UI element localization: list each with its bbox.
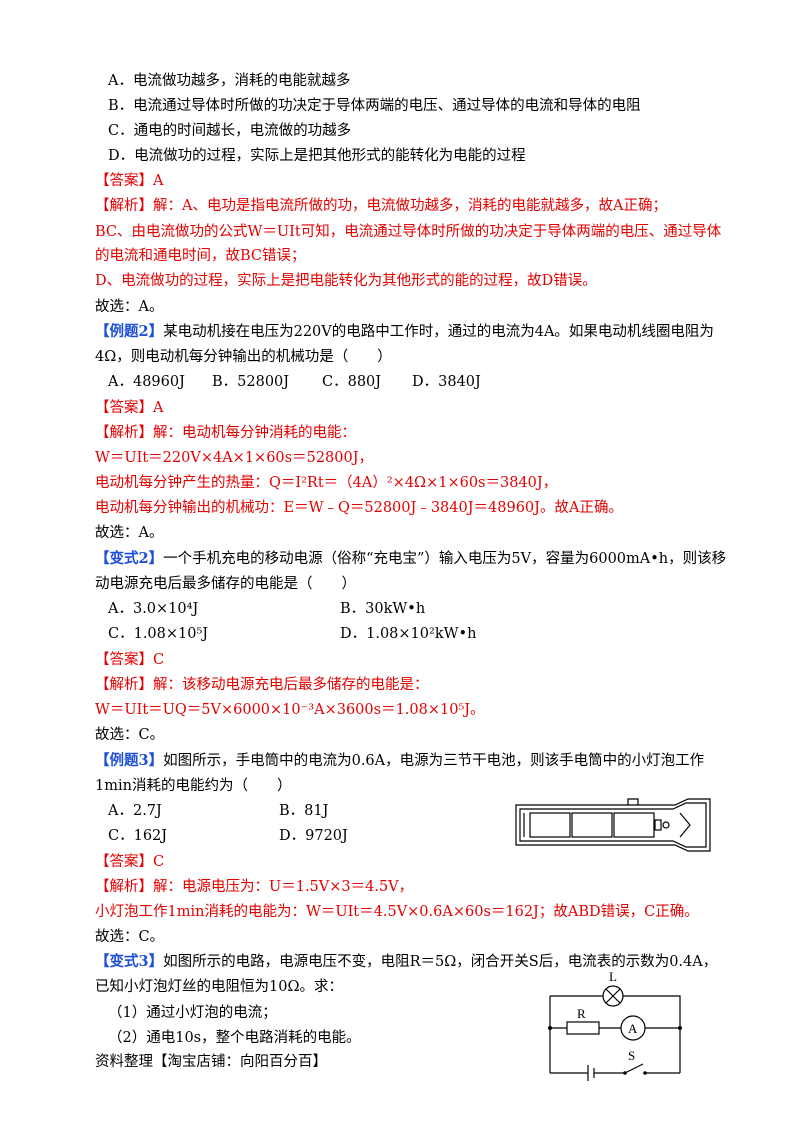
ex2-stem-text: 某电动机接在电压为220V的电路中工作时，通过的电流为4A。如果电动机线圈电阻为 [163,324,714,340]
var3-stem-text: 如图所示的电路，电源电压不变，电阻R＝5Ω，闭合开关S后，电流表的示数为0.4A… [163,954,718,970]
q1-analysis-3: 的电流和通电时间，故BC错误； [95,248,306,264]
ex2-analysis-4: 电动机每分钟输出的机械功：E＝W﹣Q＝52800J﹣3840J＝48960J。故… [95,500,623,516]
ex2-analysis-1: 【解析】解：电动机每分钟消耗的电能： [95,425,356,441]
q1-analysis-4: D、电流做功的过程，实际上是把电能转化为其他形式的能的过程，故D错误。 [95,273,597,289]
ex3-answer: 【答案】C [95,854,165,870]
ex3-conclusion: 故选：C。 [95,929,165,945]
ex2-option-a: A．48960J [108,374,185,390]
q1-option-c: C．通电的时间越长，电流做的功越多 [108,123,352,139]
q1-answer: 【答案】A [95,173,164,189]
ex2-option-b: B．52800J [212,374,290,390]
circuit-diagram: L R A S [548,969,682,1081]
var2-analysis-2: W＝UIt＝UQ＝5V×6000×10⁻³A×3600s＝1.08×10⁵J。 [95,702,485,718]
ex2-option-c: C．880J [322,374,382,390]
var2-stem-line2: 动电源充电后最多储存的电能是（ ） [95,576,356,592]
ex3-option-c: C．162J [108,828,168,844]
circuit-ammeter-label: A [628,1021,638,1036]
ex3-analysis-2: 小灯泡工作1min消耗的电能为：W＝UIt＝4.5V×0.6A×60s＝162J… [95,904,699,920]
var2-stem-text: 一个手机充电的移动电源（俗称“充电宝”）输入电压为5V，容量为6000mA•h，… [163,551,727,567]
var2-option-c: C．1.08×10⁵J [108,626,209,642]
ex3-option-d: D．9720J [279,828,348,844]
q1-option-b: B．电流通过导体时所做的功决定于导体两端的电压、通过导体的电流和导体的电阻 [108,98,641,114]
var2-stem-line1: 【变式2】一个手机充电的移动电源（俗称“充电宝”）输入电压为5V，容量为6000… [95,549,726,569]
q1-conclusion: 故选：A。 [95,299,164,315]
ex2-conclusion: 故选：A。 [95,525,164,541]
var2-tag: 【变式2】 [95,550,164,567]
var2-conclusion: 故选：C。 [95,727,165,743]
ex2-tag: 【例题2】 [95,323,164,340]
ex3-stem-line2: 1min消耗的电能约为（ ） [95,778,292,794]
var3-sub-2: （2）通电10s，整个电路消耗的电能。 [108,1030,361,1046]
q1-analysis-1: 【解析】解：A、电功是指电流所做的功，电流做功越多，消耗的电能就越多，故A正确； [95,198,667,214]
flashlight-figure [515,798,711,852]
ex3-stem-text: 如图所示，手电筒中的电流为0.6A，电源为三节干电池，则该手电筒中的小灯泡工作 [163,753,705,769]
ex2-answer: 【答案】A [95,400,164,416]
ex3-tag: 【例题3】 [95,752,164,769]
ex3-analysis-1: 【解析】解：电源电压为：U＝1.5V×3＝4.5V， [95,879,414,895]
ex3-stem-line1: 【例题3】如图所示，手电筒中的电流为0.6A，电源为三节干电池，则该手电筒中的小… [95,751,704,771]
ex2-option-d: D．3840J [412,374,481,390]
var2-option-a: A．3.0×10⁴J [108,601,199,617]
circuit-switch-label: S [628,1048,635,1063]
q1-option-a: A．电流做功越多，消耗的电能就越多 [108,73,351,89]
footer-note: 资料整理【淘宝店铺：向阳百分百】 [95,1054,327,1070]
ex3-option-b: B．81J [279,803,329,819]
circuit-lamp-label: L [609,969,617,984]
var3-tag: 【变式3】 [95,953,164,970]
var2-option-d: D．1.08×10²kW•h [340,626,477,642]
q1-analysis-2: BC、由电流做功的公式W＝UIt可知，电流通过导体时所做的功决定于导体两端的电压… [95,224,722,240]
ex2-stem-line2: 4Ω，则电动机每分钟输出的机械功是（ ） [95,349,392,365]
var2-option-b: B．30kW•h [340,601,426,617]
var3-sub-1: （1）通过小灯泡的电流； [108,1005,277,1021]
ex2-analysis-3: 电动机每分钟产生的热量：Q＝I²Rt＝（4A）²×4Ω×1×60s＝3840J， [95,475,558,491]
var3-stem-line1: 【变式3】如图所示的电路，电源电压不变，电阻R＝5Ω，闭合开关S后，电流表的示数… [95,952,717,972]
circuit-resistor-label: R [577,1006,586,1021]
ex3-option-a: A．2.7J [108,803,162,819]
var2-analysis-1: 【解析】解：该移动电源充电后最多储存的电能是： [95,677,429,693]
var3-stem-line2: 已知小灯泡灯丝的电阻恒为10Ω。求： [95,979,343,995]
ex2-analysis-2: W＝UIt＝220V×4A×1×60s＝52800J， [95,450,374,466]
var2-answer: 【答案】C [95,652,165,668]
ex2-stem-line1: 【例题2】某电动机接在电压为220V的电路中工作时，通过的电流为4A。如果电动机… [95,322,714,342]
q1-option-d: D．电流做功的过程，实际上是把其他形式的能转化为电能的过程 [108,148,526,164]
